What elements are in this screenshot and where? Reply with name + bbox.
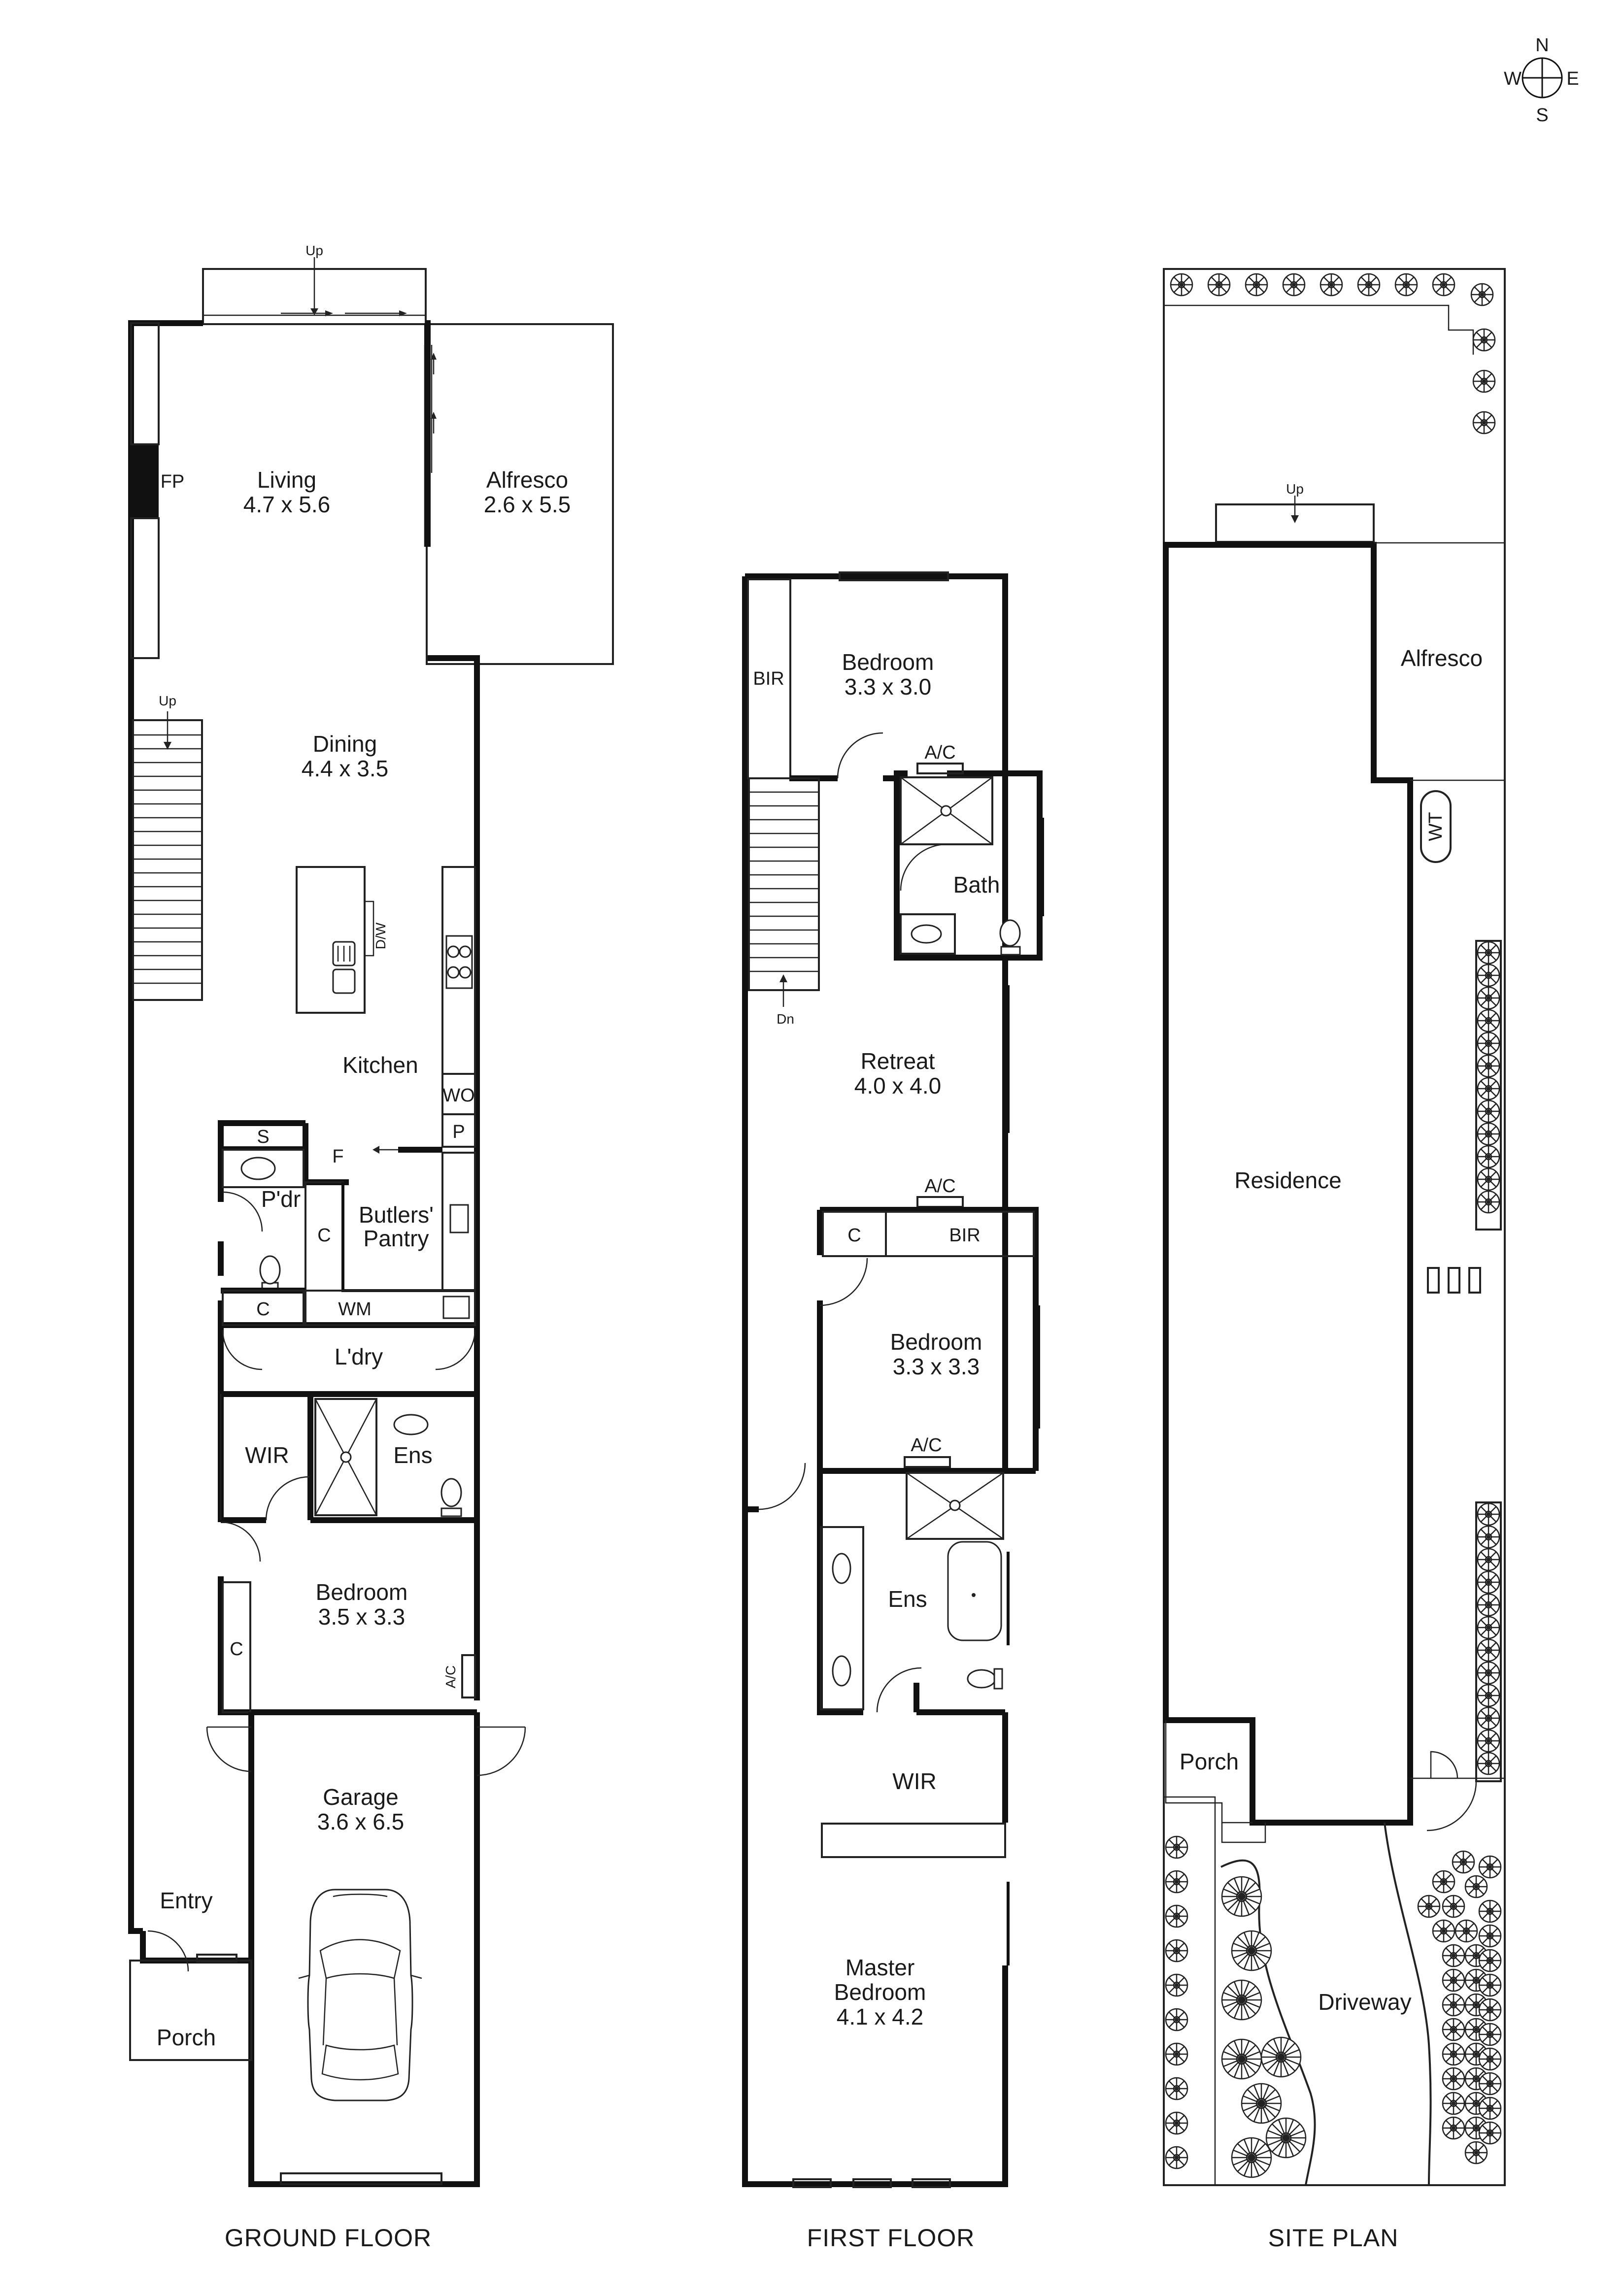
ff-wir-label: WIR [892, 1768, 936, 1794]
ff-retreat-name: Retreat [861, 1048, 935, 1074]
ff-ens-label: Ens [888, 1586, 927, 1612]
gf-cooktop [445, 935, 473, 989]
gf-ac-label: A/C [443, 1665, 458, 1689]
gf-garage-dims: 3.6 x 6.5 [317, 1809, 404, 1834]
gf-garage-name: Garage [323, 1784, 398, 1810]
gf-living-name: Living [257, 467, 316, 493]
site-plan: Up Alfresco Residence Porch WT [1163, 268, 1506, 2252]
gf-fp-label: FP [161, 471, 185, 492]
gf-alfresco-dims: 2.6 x 5.5 [484, 492, 571, 517]
gf-kitchen-label: Kitchen [342, 1052, 418, 1078]
sp-driveway-label: Driveway [1318, 1989, 1411, 2015]
gf-alfresco-name: Alfresco [486, 467, 568, 493]
gf-dining-dims: 4.4 x 3.5 [302, 756, 388, 781]
gf-wir-label: WIR [245, 1442, 289, 1468]
compass-s: S [1536, 105, 1548, 126]
gf-c-pantry-label: C [317, 1225, 331, 1246]
gf-bedroom-dims: 3.5 x 3.3 [318, 1604, 405, 1630]
sp-up-label: Up [1286, 481, 1304, 497]
gf-ens-shower [314, 1398, 377, 1516]
gf-up-label-top: Up [305, 243, 323, 258]
gf-porch-label: Porch [157, 2025, 216, 2050]
ff-bir-top-label: BIR [753, 668, 784, 689]
ground-floor-plan: Up FP Up Living 4.7 x 5.6 Alfres [128, 243, 614, 2252]
gf-c-bed-label: C [230, 1639, 243, 1660]
gf-stair [132, 711, 203, 1001]
gf-butlers-label-1: Butlers' [359, 1202, 434, 1228]
ff-retreat-dims: 4.0 x 4.0 [854, 1073, 941, 1098]
ff-bir-mid-label: BIR [949, 1225, 980, 1246]
sp-porch-label: Porch [1180, 1749, 1239, 1774]
gf-pdr-label: P'dr [261, 1186, 301, 1212]
gf-dining-name: Dining [313, 731, 377, 757]
ff-c-label: C [847, 1225, 861, 1246]
gf-p-label: P [452, 1122, 465, 1142]
car-icon [298, 1889, 422, 2101]
gf-butlers-label-2: Pantry [364, 1226, 429, 1251]
compass-rose: N S W E [1504, 35, 1579, 126]
ff-bedroom2-dims: 3.3 x 3.3 [893, 1354, 980, 1379]
ff-master-dims: 4.1 x 4.2 [837, 2004, 923, 2030]
ff-ac3-label: A/C [911, 1435, 942, 1456]
ff-dn-label: Dn [777, 1011, 794, 1027]
gf-bedroom-name: Bedroom [316, 1579, 408, 1605]
first-floor-plan: BIR Bedroom 3.3 x 3.0 A/C Bath Dn Retrea… [742, 571, 1044, 2252]
ff-bath-label: Bath [953, 872, 1000, 898]
gf-kitchen-island [296, 866, 374, 1014]
gf-ens-label: Ens [393, 1442, 432, 1468]
sp-wt-label: WT [1425, 812, 1446, 841]
ff-bath-shower [900, 776, 993, 845]
gf-wm-label: WM [338, 1299, 372, 1320]
sp-title: SITE PLAN [1268, 2224, 1399, 2252]
ff-title: FIRST FLOOR [807, 2224, 975, 2252]
ff-ac2-label: A/C [924, 1176, 955, 1197]
ff-bedroom1-name: Bedroom [842, 649, 934, 675]
ff-bedroom1-dims: 3.3 x 3.0 [845, 674, 931, 699]
sp-alfresco-label: Alfresco [1401, 645, 1483, 671]
sp-residence-label: Residence [1234, 1167, 1341, 1193]
gf-living-dims: 4.7 x 5.6 [243, 492, 330, 517]
ff-master-name-2: Bedroom [834, 1979, 926, 2005]
ff-stair [748, 777, 820, 1007]
ff-ens-shower [906, 1472, 1004, 1540]
ff-bedroom2-name: Bedroom [890, 1329, 982, 1355]
gf-title: GROUND FLOOR [225, 2224, 432, 2252]
ff-master-name-1: Master [846, 1955, 915, 1980]
gf-ldry-label: L'dry [335, 1344, 383, 1369]
gf-f-label: F [332, 1146, 343, 1167]
gf-c-laundry-label: C [256, 1299, 270, 1320]
compass-n: N [1535, 35, 1549, 56]
gf-s-label: S [257, 1127, 269, 1147]
ff-ac1-label: A/C [924, 742, 955, 763]
gf-wo-label: WO [442, 1085, 474, 1106]
compass-w: W [1504, 68, 1522, 89]
gf-dw-label: D/W [373, 922, 388, 949]
gf-up-label-stair: Up [159, 693, 176, 708]
gf-entry-label: Entry [160, 1888, 212, 1913]
compass-e: E [1566, 68, 1579, 89]
